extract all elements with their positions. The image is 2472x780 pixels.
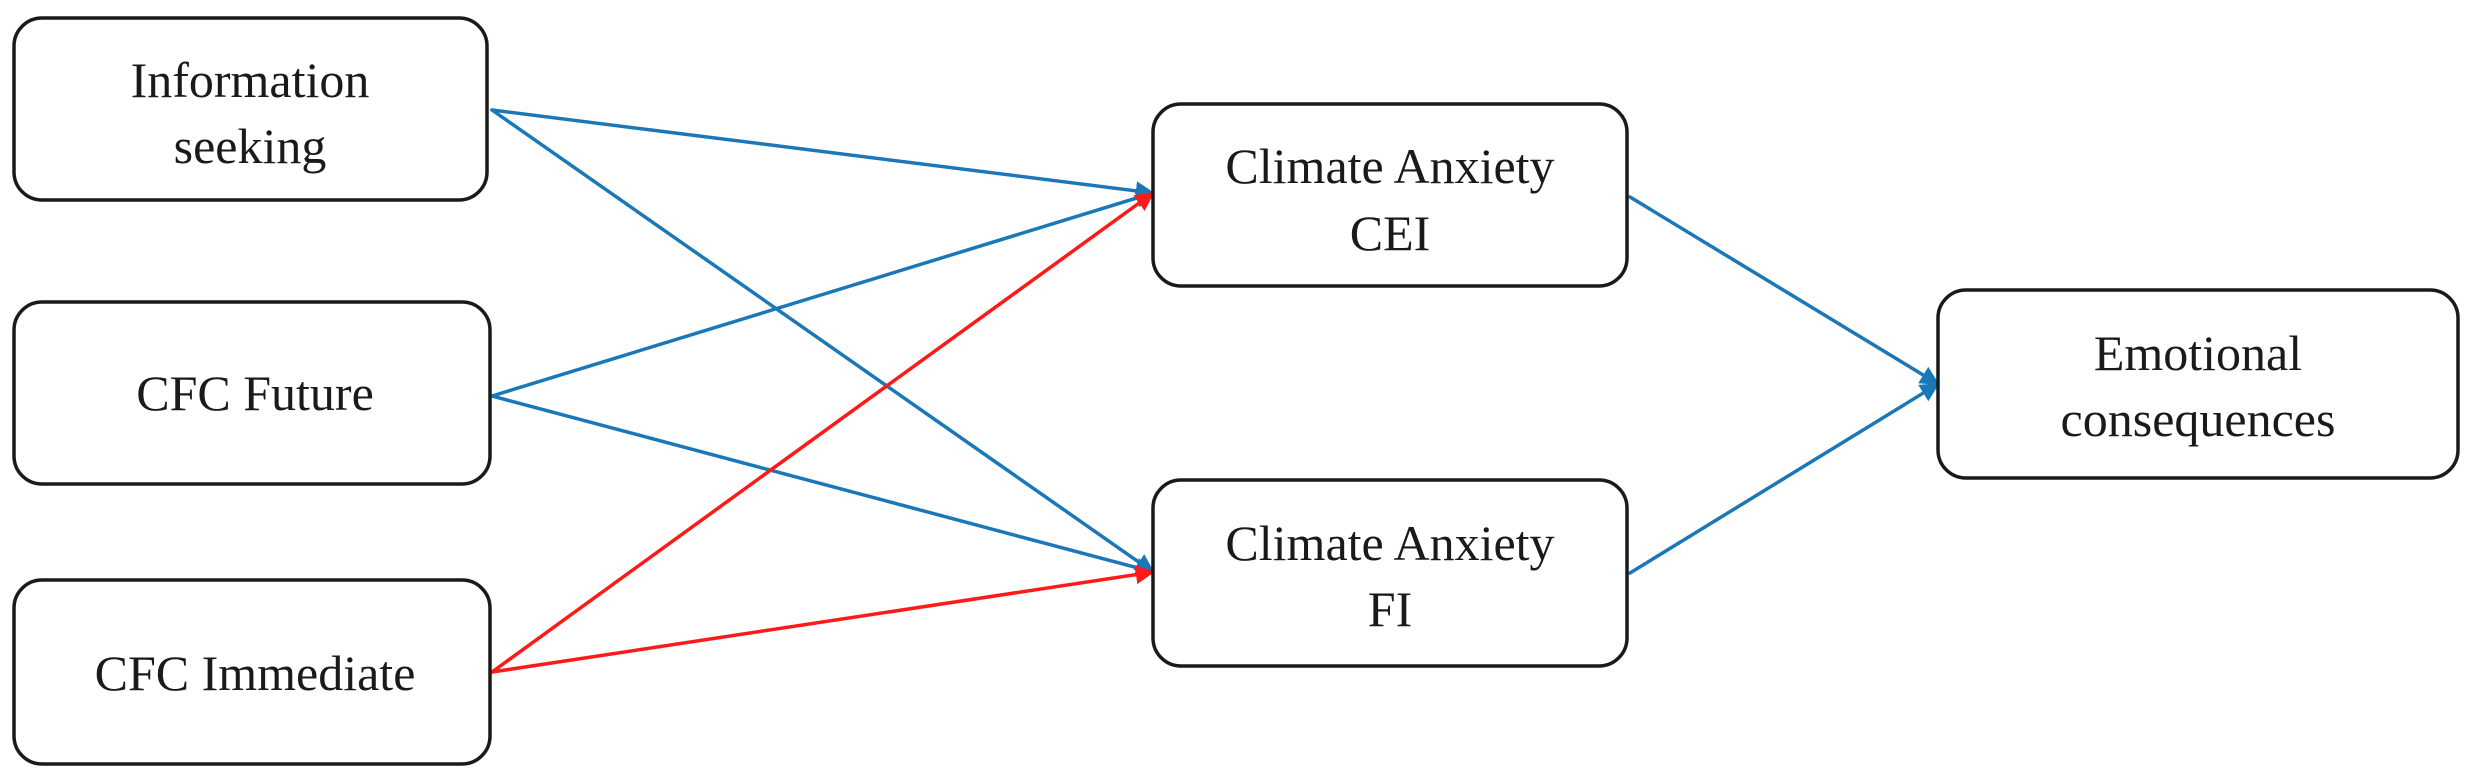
edge-cei-to-emotional (1628, 195, 1940, 386)
node-cfc-immediate-label: CFC Immediate (95, 645, 416, 701)
edge-info-to-cei (490, 108, 1155, 201)
node-information-seeking: Information seeking (12, 16, 489, 202)
edge-cfc-immediate-to-fi (490, 565, 1155, 674)
edge-info-to-fi (490, 108, 1155, 574)
edge-fi-to-emotional (1628, 382, 1940, 575)
node-cfc-future-label: CFC Future (136, 365, 374, 421)
node-emotional-consequences: Emotional consequences (1936, 288, 2460, 480)
node-fi-line2: FI (1368, 581, 1412, 637)
node-emotional-line2: consequences (2061, 391, 2336, 447)
node-cei-line2: CEI (1350, 205, 1431, 261)
node-cei-line1: Climate Anxiety (1225, 138, 1554, 194)
node-emotional-line1: Emotional (2094, 325, 2302, 381)
node-information-seeking-line1: Information (131, 52, 370, 108)
node-information-seeking-line2: seeking (174, 118, 327, 174)
edge-cfc-future-to-cei (490, 188, 1155, 398)
edge-cfc-immediate-to-cei (490, 191, 1155, 674)
node-climate-anxiety-fi: Climate Anxiety FI (1151, 478, 1629, 668)
node-climate-anxiety-cei: Climate Anxiety CEI (1151, 102, 1629, 288)
edge-cfc-future-to-fi (490, 394, 1155, 577)
edges-layer (490, 108, 1940, 674)
node-fi-line1: Climate Anxiety (1225, 515, 1554, 571)
node-cfc-immediate: CFC Immediate (12, 578, 492, 766)
node-cfc-future: CFC Future (12, 300, 492, 486)
